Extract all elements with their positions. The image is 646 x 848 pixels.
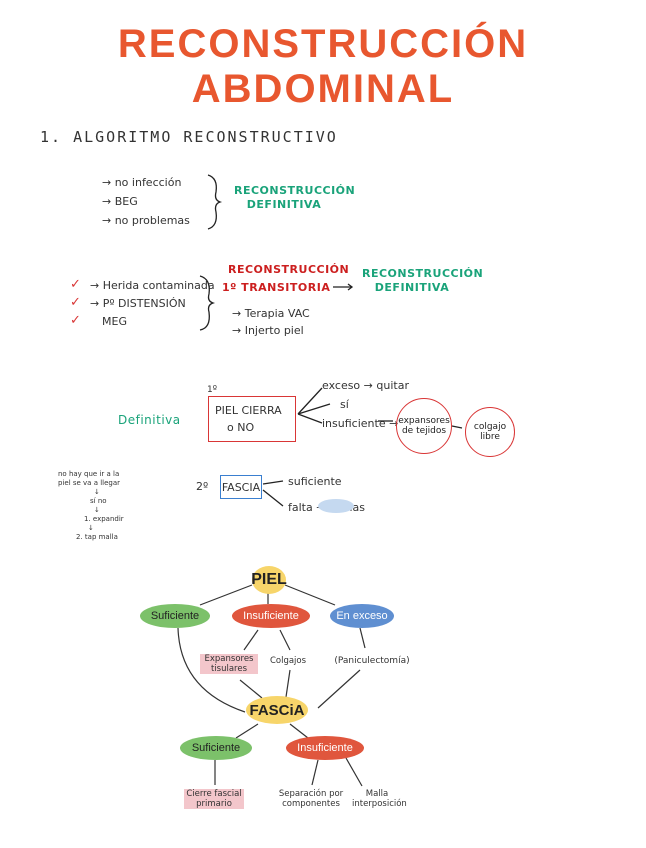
block1-item: → BEG xyxy=(102,195,138,208)
node-label: Insuficiente xyxy=(243,610,299,622)
block2-step: 1º TRANSITORIA xyxy=(222,281,331,294)
block2-sub: → Injerto piel xyxy=(232,324,304,337)
arrow-circles xyxy=(451,425,463,429)
check-mark: ✓ xyxy=(70,295,81,310)
side-note-line: ↓ xyxy=(94,506,100,514)
section-number: 1. xyxy=(40,128,63,146)
option-exceso: exceso → quitar xyxy=(322,379,409,392)
edge xyxy=(285,669,291,698)
block2-item: → Herida contaminada xyxy=(90,279,215,292)
arrow-options xyxy=(297,387,331,424)
step-2: 2º xyxy=(196,480,209,493)
node-label: FASCiA xyxy=(249,701,305,719)
edge xyxy=(359,627,366,649)
block1-result: RECONSTRUCCIÓN DEFINITIVA xyxy=(234,184,356,211)
node-label: Insuficiente xyxy=(297,742,353,754)
edge xyxy=(279,629,291,651)
block1-item: → no infección xyxy=(102,176,182,189)
fascia-box: FASCIA xyxy=(220,475,262,499)
node-expansores: Expansores tisulares xyxy=(200,654,258,674)
block2-item: MEG xyxy=(102,315,127,328)
block2-item: → Pº DISTENSIÓN xyxy=(90,297,186,310)
leaf-malla: Malla interposición xyxy=(352,789,407,809)
option-si: sí xyxy=(340,398,349,411)
side-note-line: no hay que ir a la xyxy=(58,470,120,478)
side-note-line: piel se va a llegar xyxy=(58,479,121,487)
block2-red-title: RECONSTRUCCIÓN xyxy=(228,263,350,276)
fascia-option: suficiente xyxy=(288,475,342,488)
section-title: ALGORITMO RECONSTRUCTIVO xyxy=(73,128,338,146)
side-note-line: 2. tap malla xyxy=(76,533,118,541)
brace-1 xyxy=(207,174,223,230)
node-label: Suficiente xyxy=(150,610,200,622)
node-fascia-insuficiente: Insuficiente xyxy=(286,736,364,760)
node-exceso: En exceso xyxy=(330,604,394,628)
edge xyxy=(289,723,309,739)
mallas-highlight xyxy=(318,499,354,513)
box-line2: o NO xyxy=(227,421,255,434)
check-mark: ✓ xyxy=(70,313,81,328)
side-note: no hay que ir a la piel se va a llegar ↓… xyxy=(58,470,148,542)
brace-2 xyxy=(199,275,216,331)
box-line1: PIEL CIERRA xyxy=(215,404,282,417)
node-insuficiente: Insuficiente xyxy=(232,604,310,628)
edge xyxy=(177,627,246,713)
node-colgajos: Colgajos xyxy=(269,656,307,666)
piel-cierra-box: PIEL CIERRA o NO xyxy=(208,396,296,442)
definitiva-label: Definitiva xyxy=(118,413,181,427)
edge xyxy=(243,629,259,651)
box-number: 1º xyxy=(207,385,217,395)
arrow-fascia xyxy=(262,480,284,507)
edge xyxy=(235,723,259,739)
edge xyxy=(199,584,253,606)
leaf-cierre: Cierre fascial primario xyxy=(184,789,244,809)
option-insuficiente: insuficiente → xyxy=(322,417,399,430)
side-note-line: 1. expandir xyxy=(84,515,124,523)
block1-item: → no problemas xyxy=(102,214,190,227)
section-heading: 1. ALGORITMO RECONSTRUCTIVO xyxy=(40,128,338,146)
side-note-line: ↓ xyxy=(88,524,94,532)
node-fascia-suficiente: Suficiente xyxy=(180,736,252,760)
leaf-separacion: Separación por componentes xyxy=(278,789,344,809)
node-label: Suficiente xyxy=(191,742,241,754)
node-paniculectomia: (Paniculectomía) xyxy=(334,656,410,666)
edge xyxy=(311,759,319,786)
edge xyxy=(345,757,363,787)
block2-sub: → Terapia VAC xyxy=(232,307,310,320)
page-title: RECONSTRUCCIÓN ABDOMINAL xyxy=(117,22,529,111)
node-label: En exceso xyxy=(336,610,388,622)
block2-result: RECONSTRUCCIÓN DEFINITIVA xyxy=(362,267,484,294)
arrow-2-head xyxy=(347,283,354,291)
side-note-line: ↓ xyxy=(94,488,100,496)
node-fascia: FASCiA xyxy=(246,696,308,724)
edge xyxy=(239,679,263,699)
node-label: PIEL xyxy=(251,571,287,588)
check-mark: ✓ xyxy=(70,277,81,292)
side-note-line: sí no xyxy=(90,497,107,505)
circle-colgajo: colgajo libre xyxy=(465,407,515,457)
node-suficiente: Suficiente xyxy=(140,604,210,628)
edge xyxy=(284,584,336,606)
node-piel: PIEL xyxy=(251,566,287,594)
circle-expansores: expansores de tejidos xyxy=(396,398,452,454)
edge xyxy=(317,669,361,709)
